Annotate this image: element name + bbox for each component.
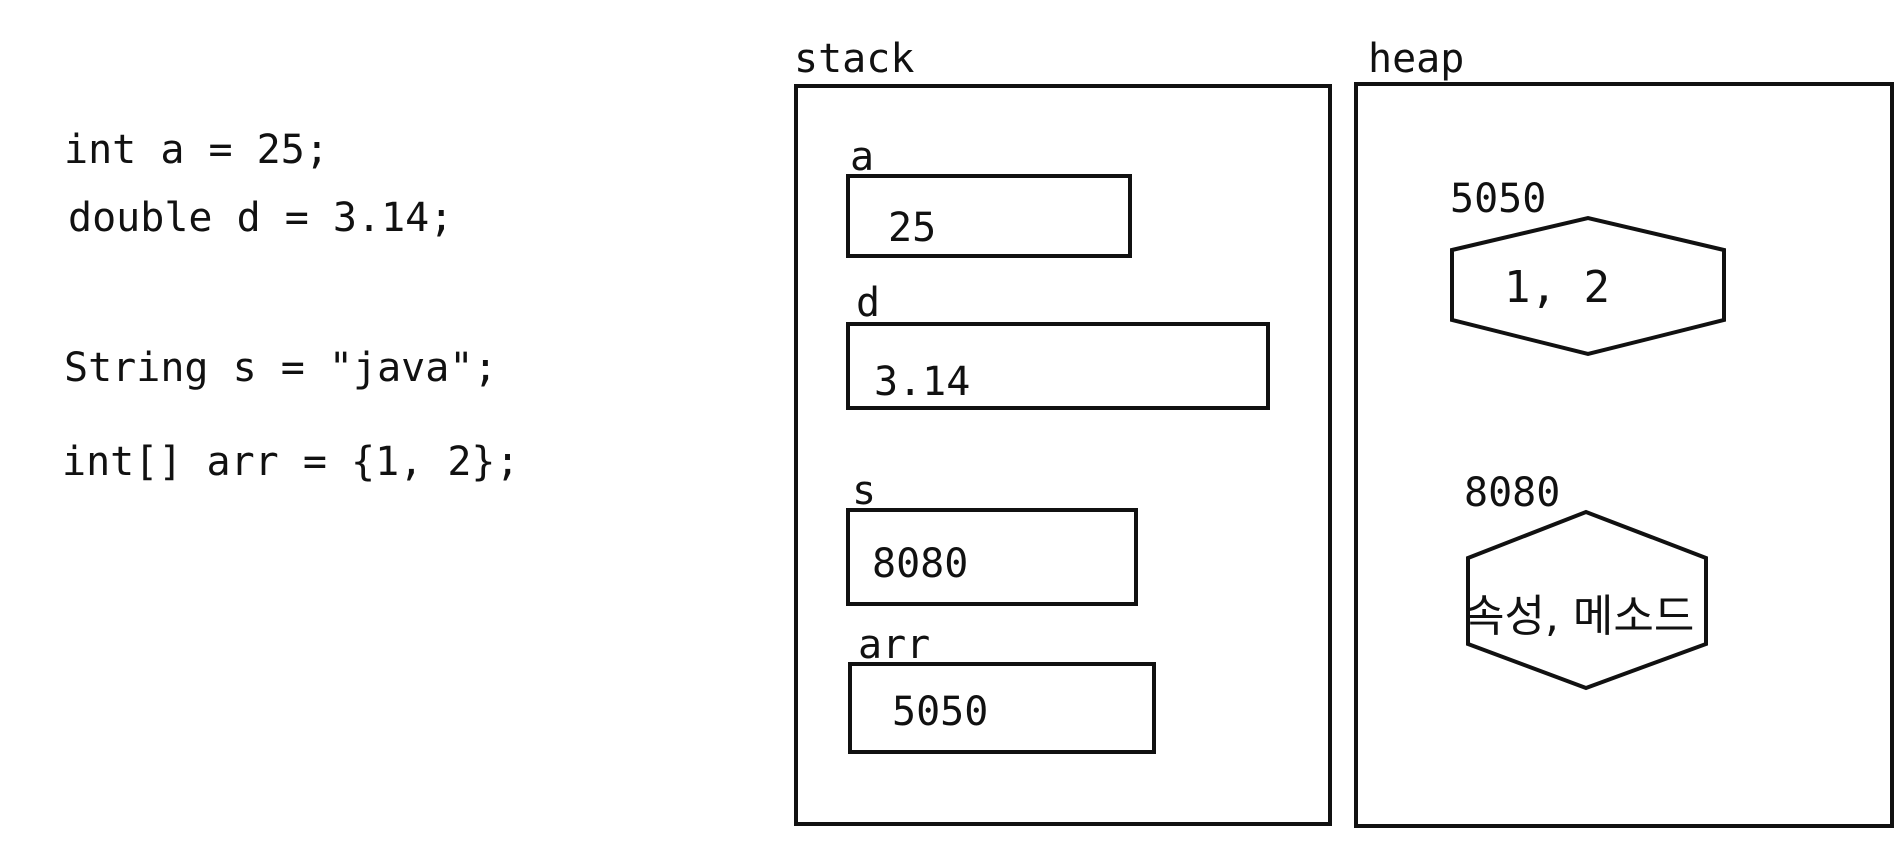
stack-var-a-value: 25 xyxy=(888,205,937,251)
heap-object-8080-address: 8080 xyxy=(1464,470,1561,516)
heap-panel xyxy=(1354,82,1894,828)
code-line-int-array: int[] arr = {1, 2}; xyxy=(62,439,520,485)
code-line-string-s: String s = "java"; xyxy=(64,345,498,391)
stack-var-arr-value: 5050 xyxy=(892,689,989,735)
stack-var-arr-name: arr xyxy=(858,622,931,668)
stack-var-s-value: 8080 xyxy=(872,541,969,587)
heap-object-5050-address: 5050 xyxy=(1450,176,1547,222)
heap-title: heap xyxy=(1368,36,1465,82)
code-line-int-a: int a = 25; xyxy=(64,127,329,173)
stack-var-arr-cell: 5050 xyxy=(848,662,1156,754)
stack-title: stack xyxy=(794,36,915,82)
stack-var-d-name: d xyxy=(856,280,881,326)
stack-var-a-cell: 25 xyxy=(846,174,1132,258)
stack-var-s-cell: 8080 xyxy=(846,508,1138,606)
heap-object-5050-content: 1, 2 xyxy=(1504,262,1610,313)
stack-var-a-name: a xyxy=(850,134,875,180)
heap-object-8080-hexagon xyxy=(1466,509,1708,691)
stack-var-d-cell: 3.14 xyxy=(846,322,1270,410)
heap-object-5050-hexagon xyxy=(1450,215,1726,357)
stack-var-d-value: 3.14 xyxy=(874,359,971,405)
heap-object-8080-content: 속성, 메소드 xyxy=(1464,591,1695,642)
stack-var-s-name: s xyxy=(852,468,877,514)
stack-panel xyxy=(794,84,1332,826)
code-line-double-d: double d = 3.14; xyxy=(68,195,454,241)
